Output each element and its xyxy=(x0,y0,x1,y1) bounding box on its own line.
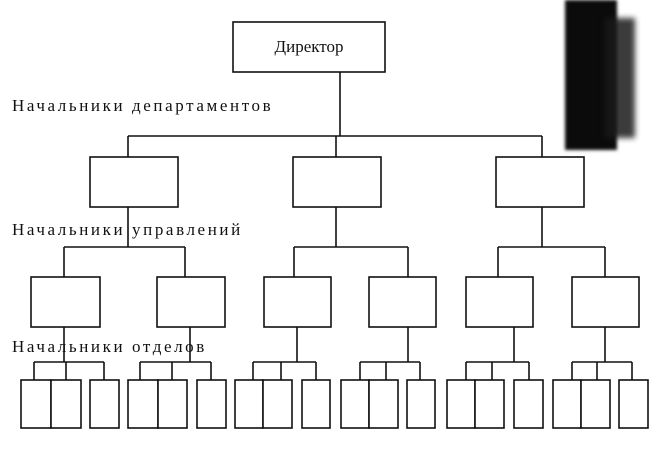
director-label: Директор xyxy=(274,37,344,56)
scan-smudge xyxy=(605,18,635,138)
division-head-box xyxy=(127,379,159,429)
level-label-administrations: Начальники управлений xyxy=(12,220,243,239)
administration-head-box xyxy=(571,276,640,328)
division-head-box xyxy=(234,379,264,429)
level-label-departments: Начальники департаментов xyxy=(12,96,274,115)
division-head-box xyxy=(20,379,52,429)
division-head-box xyxy=(406,379,436,429)
division-head-box xyxy=(580,379,611,429)
division-head-box xyxy=(618,379,649,429)
director-box xyxy=(232,21,386,73)
division-head-box xyxy=(474,379,505,429)
department-head-box xyxy=(89,156,179,208)
administration-head-box xyxy=(263,276,332,328)
division-head-box xyxy=(301,379,331,429)
administration-head-box xyxy=(465,276,534,328)
division-head-box xyxy=(262,379,293,429)
division-head-box xyxy=(89,379,120,429)
administration-head-box xyxy=(156,276,226,328)
division-head-box xyxy=(368,379,399,429)
division-head-box xyxy=(196,379,227,429)
division-head-box xyxy=(446,379,476,429)
division-head-box xyxy=(513,379,544,429)
division-head-box xyxy=(157,379,188,429)
department-head-box xyxy=(495,156,585,208)
division-head-box xyxy=(50,379,82,429)
division-head-box xyxy=(340,379,370,429)
administration-head-box xyxy=(368,276,437,328)
department-head-box xyxy=(292,156,382,208)
level-label-divisions: Начальники отделов xyxy=(12,337,207,356)
division-head-box xyxy=(552,379,582,429)
administration-head-box xyxy=(30,276,101,328)
